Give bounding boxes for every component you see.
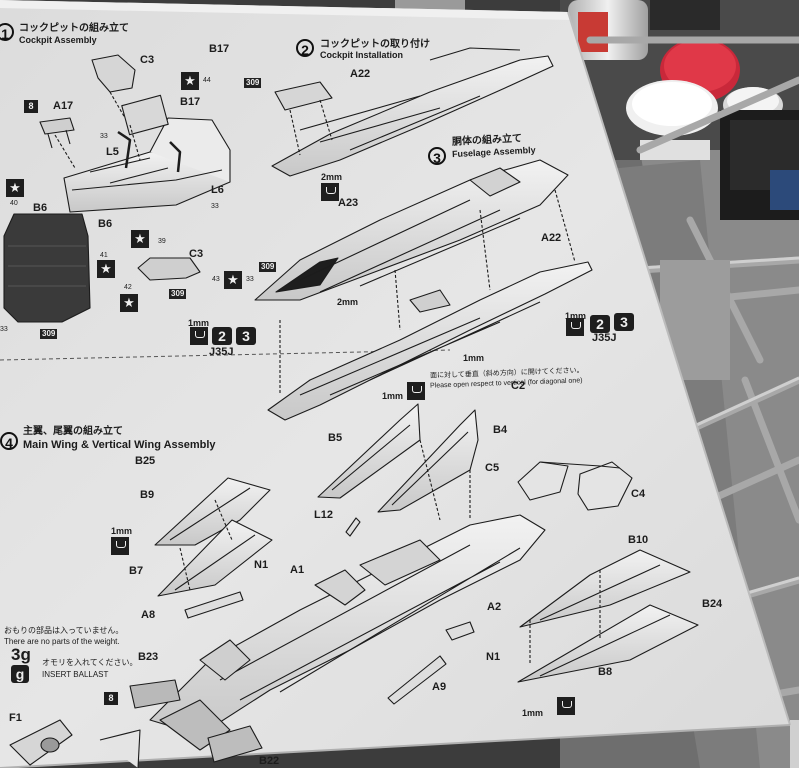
- star-icon: ★: [224, 271, 242, 289]
- drill-icon: [566, 318, 584, 336]
- part-label-b5: B5: [328, 432, 343, 444]
- part-label-c2: C2: [511, 380, 526, 392]
- step-2-title-en: Cockpit Installation: [320, 50, 404, 60]
- dimension-label: 1mm: [188, 318, 210, 328]
- ballast-note-jp: オモリを入れてください。: [42, 658, 138, 667]
- weight-note-jp: おもりの部品は入っていません。: [4, 626, 124, 635]
- part-label-b10: B10: [628, 534, 649, 546]
- paint-ref-number: 39: [158, 238, 166, 245]
- star-icon: ★: [181, 72, 199, 90]
- star-icon: ★: [97, 260, 115, 278]
- dimension-label: 1mm: [382, 391, 404, 401]
- part-label-c3: C3: [189, 248, 204, 260]
- part-label-c5: C5: [485, 462, 500, 474]
- step-1-title-en: Cockpit Assembly: [19, 35, 97, 45]
- part-label-l5: L5: [106, 146, 119, 158]
- part-label-a2: A2: [487, 601, 502, 613]
- dimension-label: 1mm: [463, 353, 485, 363]
- paint-ref-number: 309: [259, 262, 277, 272]
- part-label-b23: B23: [138, 651, 159, 663]
- star-icon: ★: [131, 230, 149, 248]
- paint-ref-number: 309: [40, 329, 58, 339]
- paint-ref-number: 42: [124, 284, 132, 291]
- paint-ref-number: 33: [100, 133, 108, 140]
- step-ref-3: 3: [236, 327, 256, 345]
- part-label-b17: B17: [209, 43, 230, 55]
- part-label-a17: A17: [53, 100, 74, 112]
- step-3-number: 3: [428, 147, 446, 166]
- part-label-b22: B22: [259, 755, 280, 767]
- paint-ref-number: 41: [100, 252, 108, 259]
- step-ref-2: 2: [590, 315, 610, 333]
- part-label-a23: A23: [338, 197, 359, 209]
- part-label-n1: N1: [254, 559, 269, 571]
- dimension-label: 2mm: [337, 297, 359, 307]
- part-label-a8: A8: [141, 609, 156, 621]
- paint-ref-tag: 8: [104, 692, 118, 705]
- part-label-b17: B17: [180, 96, 201, 108]
- dimension-label: 2mm: [321, 172, 343, 182]
- part-label-b4: B4: [493, 424, 508, 436]
- step-4-title-jp: 主翼、尾翼の組み立て: [23, 426, 123, 437]
- part-label-a1: A1: [290, 564, 305, 576]
- part-label-b6: B6: [98, 218, 113, 230]
- paint-ref-number: 43: [212, 276, 220, 283]
- dimension-label: 1mm: [522, 708, 544, 718]
- paint-ref-number: 44: [203, 77, 211, 84]
- part-label-b7: B7: [129, 565, 144, 577]
- paint-ref-tag: 8: [24, 100, 38, 113]
- part-label-c4: C4: [631, 488, 646, 500]
- star-icon: ★: [120, 294, 138, 312]
- part-label-c3: C3: [140, 54, 155, 66]
- sheet-ref-label: J35J: [592, 332, 617, 344]
- paint-ref-number: 40: [10, 200, 18, 207]
- star-icon: ★: [6, 179, 24, 197]
- part-label-b8: B8: [598, 666, 613, 678]
- step-1-number: 1: [0, 23, 14, 42]
- drill-icon: [557, 697, 575, 715]
- dimension-label: 1mm: [565, 311, 587, 321]
- part-label-a9: A9: [432, 681, 447, 693]
- drill-icon: [111, 537, 129, 555]
- part-label-b6: B6: [33, 202, 48, 214]
- paint-ref-number: 33: [0, 326, 8, 333]
- step-2-title-jp: コックピットの取り付け: [320, 39, 430, 50]
- drill-icon: [407, 382, 425, 400]
- step-1-title-jp: コックピットの組み立て: [19, 23, 129, 34]
- line-art: [3, 47, 699, 768]
- ballast-note-en: INSERT BALLAST: [42, 670, 109, 679]
- part-label-n1: N1: [486, 651, 501, 663]
- weight-note-en: There are no parts of the weight.: [4, 637, 120, 646]
- part-label-l6: L6: [211, 184, 224, 196]
- part-label-b9: B9: [140, 489, 155, 501]
- step-4-title-en: Main Wing & Vertical Wing Assembly: [23, 439, 216, 451]
- sheet-ref-label: J35J: [209, 346, 234, 358]
- drill-icon: [321, 183, 339, 201]
- ballast-amount: 3g: [11, 645, 31, 664]
- part-label-b25: B25: [135, 455, 156, 467]
- part-label-b24: B24: [702, 598, 723, 610]
- paint-ref-number: 33: [211, 203, 219, 210]
- drill-icon: [190, 327, 208, 345]
- paint-ref-number: 33: [246, 276, 254, 283]
- step-4-number: 4: [0, 432, 18, 451]
- step-ref-2: 2: [212, 327, 232, 345]
- part-label-a22: A22: [541, 232, 562, 244]
- step-ref-3: 3: [614, 313, 634, 331]
- paint-ref-number: 309: [169, 289, 187, 299]
- part-label-l12: L12: [314, 509, 333, 521]
- ballast-weight-icon: g: [11, 665, 29, 683]
- dimension-label: 1mm: [111, 526, 133, 536]
- paint-ref-number: 309: [244, 78, 262, 88]
- part-label-a22: A22: [350, 68, 371, 80]
- part-label-f1: F1: [9, 712, 22, 724]
- step-2-number: 2: [296, 39, 314, 58]
